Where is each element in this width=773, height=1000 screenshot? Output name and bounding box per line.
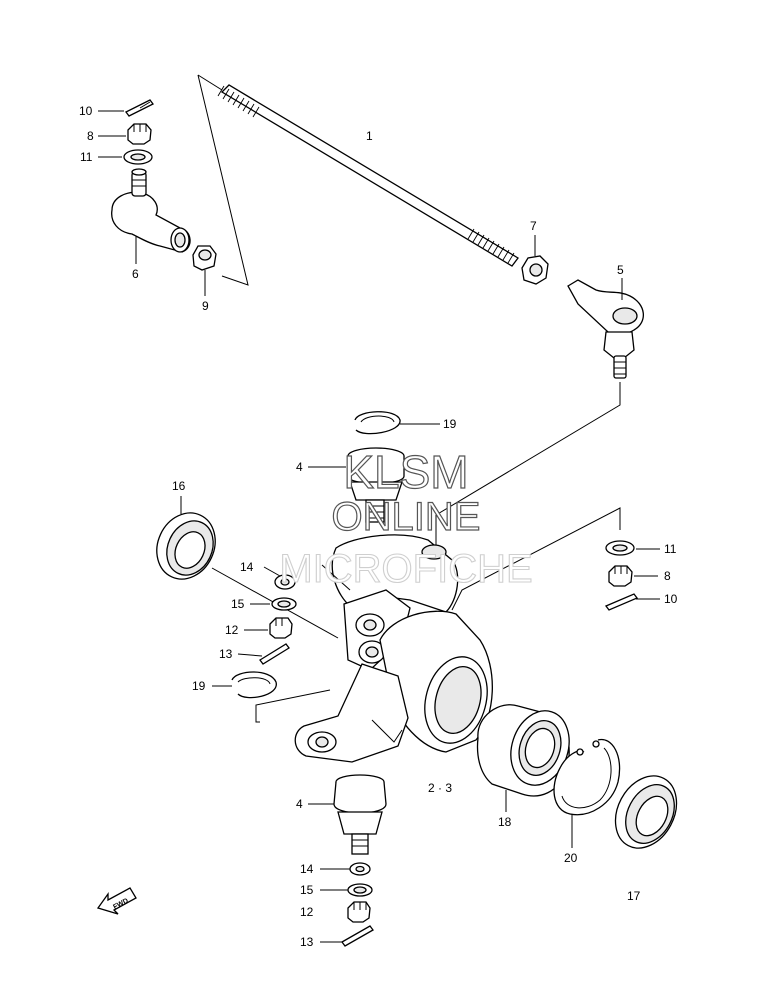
cotter-pin-13-lower: [341, 925, 374, 947]
washer-15-upper: [271, 597, 297, 611]
wheel-bearing-18: [476, 704, 570, 797]
callout-11-top: 11: [80, 150, 93, 164]
guide-line-right: [435, 382, 621, 548]
callout-14-lower: 14: [300, 862, 314, 876]
washer-11-right: [605, 540, 635, 556]
callout-4-upper: 4: [296, 460, 303, 474]
callout-7: 7: [530, 219, 537, 233]
callout-13-lower: 13: [300, 935, 314, 949]
tie-rod-end-right: [567, 279, 644, 379]
tie-rod-end-left: [111, 168, 191, 253]
callout-14-upper: 14: [240, 560, 254, 574]
callout-15-lower: 15: [300, 883, 314, 897]
callout-5: 5: [617, 263, 624, 277]
cotter-pin-10-right: [604, 593, 639, 611]
watermark-line-3: MICROFICHE: [279, 547, 532, 591]
oil-seal-17: [614, 775, 678, 849]
watermark-line-1: KLSM: [343, 446, 468, 498]
callout-8-top: 8: [87, 129, 94, 143]
washer-15-lower: [347, 883, 373, 897]
watermark: KLSM ONLINE MICROFICHE: [279, 445, 533, 591]
castle-nut-12-upper: [269, 617, 293, 639]
ball-joint-lower: [333, 774, 387, 855]
circlip-19-top: [354, 411, 401, 435]
lock-nut-7: [521, 255, 549, 285]
callout-11-right: 11: [664, 542, 677, 556]
ball-joint-upper: [347, 447, 405, 523]
callout-18: 18: [498, 815, 512, 829]
oil-seal-16: [156, 512, 216, 580]
castle-nut-8-top: [127, 123, 152, 145]
callout-4-lower: 4: [296, 797, 303, 811]
callout-6: 6: [132, 267, 139, 281]
callout-labels: 1 10 8 11 6 9 7 5 19 4 16 14 15 12 13 19…: [79, 104, 678, 949]
washer-11-top: [123, 149, 153, 165]
snap-ring-20: [553, 738, 621, 816]
nut-9: [192, 245, 217, 271]
callout-9: 9: [202, 299, 209, 313]
castle-nut-12-lower: [347, 901, 371, 923]
castle-nut-8-right: [608, 565, 633, 587]
callout-1: 1: [366, 129, 373, 143]
callout-17: 17: [627, 889, 641, 903]
callout-19-lower: 19: [192, 679, 206, 693]
callout-15-upper: 15: [231, 597, 245, 611]
circlip-19-lower: [231, 671, 277, 699]
guide-lines-left: [197, 74, 249, 286]
callout-20: 20: [564, 851, 578, 865]
washer-14-lower: [349, 862, 371, 876]
callout-13-upper: 13: [219, 647, 233, 661]
callout-12-lower: 12: [300, 905, 314, 919]
callout-19-top: 19: [443, 417, 457, 431]
callout-12-upper: 12: [225, 623, 239, 637]
callout-10-top: 10: [79, 104, 93, 118]
callout-8-right: 8: [664, 569, 671, 583]
watermark-line-2: ONLINE: [332, 495, 481, 539]
callout-10-right: 10: [664, 592, 678, 606]
callout-2-3: 2 · 3: [428, 781, 452, 795]
leader-lines: [98, 110, 660, 943]
steering-knuckle: [294, 534, 493, 763]
washer-14-upper: [274, 574, 296, 590]
cotter-pin-13-upper: [259, 643, 290, 665]
fwd-arrow-icon: FWD: [96, 887, 137, 915]
guide-lines-knuckle: [255, 507, 621, 723]
callout-16: 16: [172, 479, 186, 493]
cotter-pin-10-top: [125, 99, 154, 117]
tie-rod: [217, 84, 519, 267]
